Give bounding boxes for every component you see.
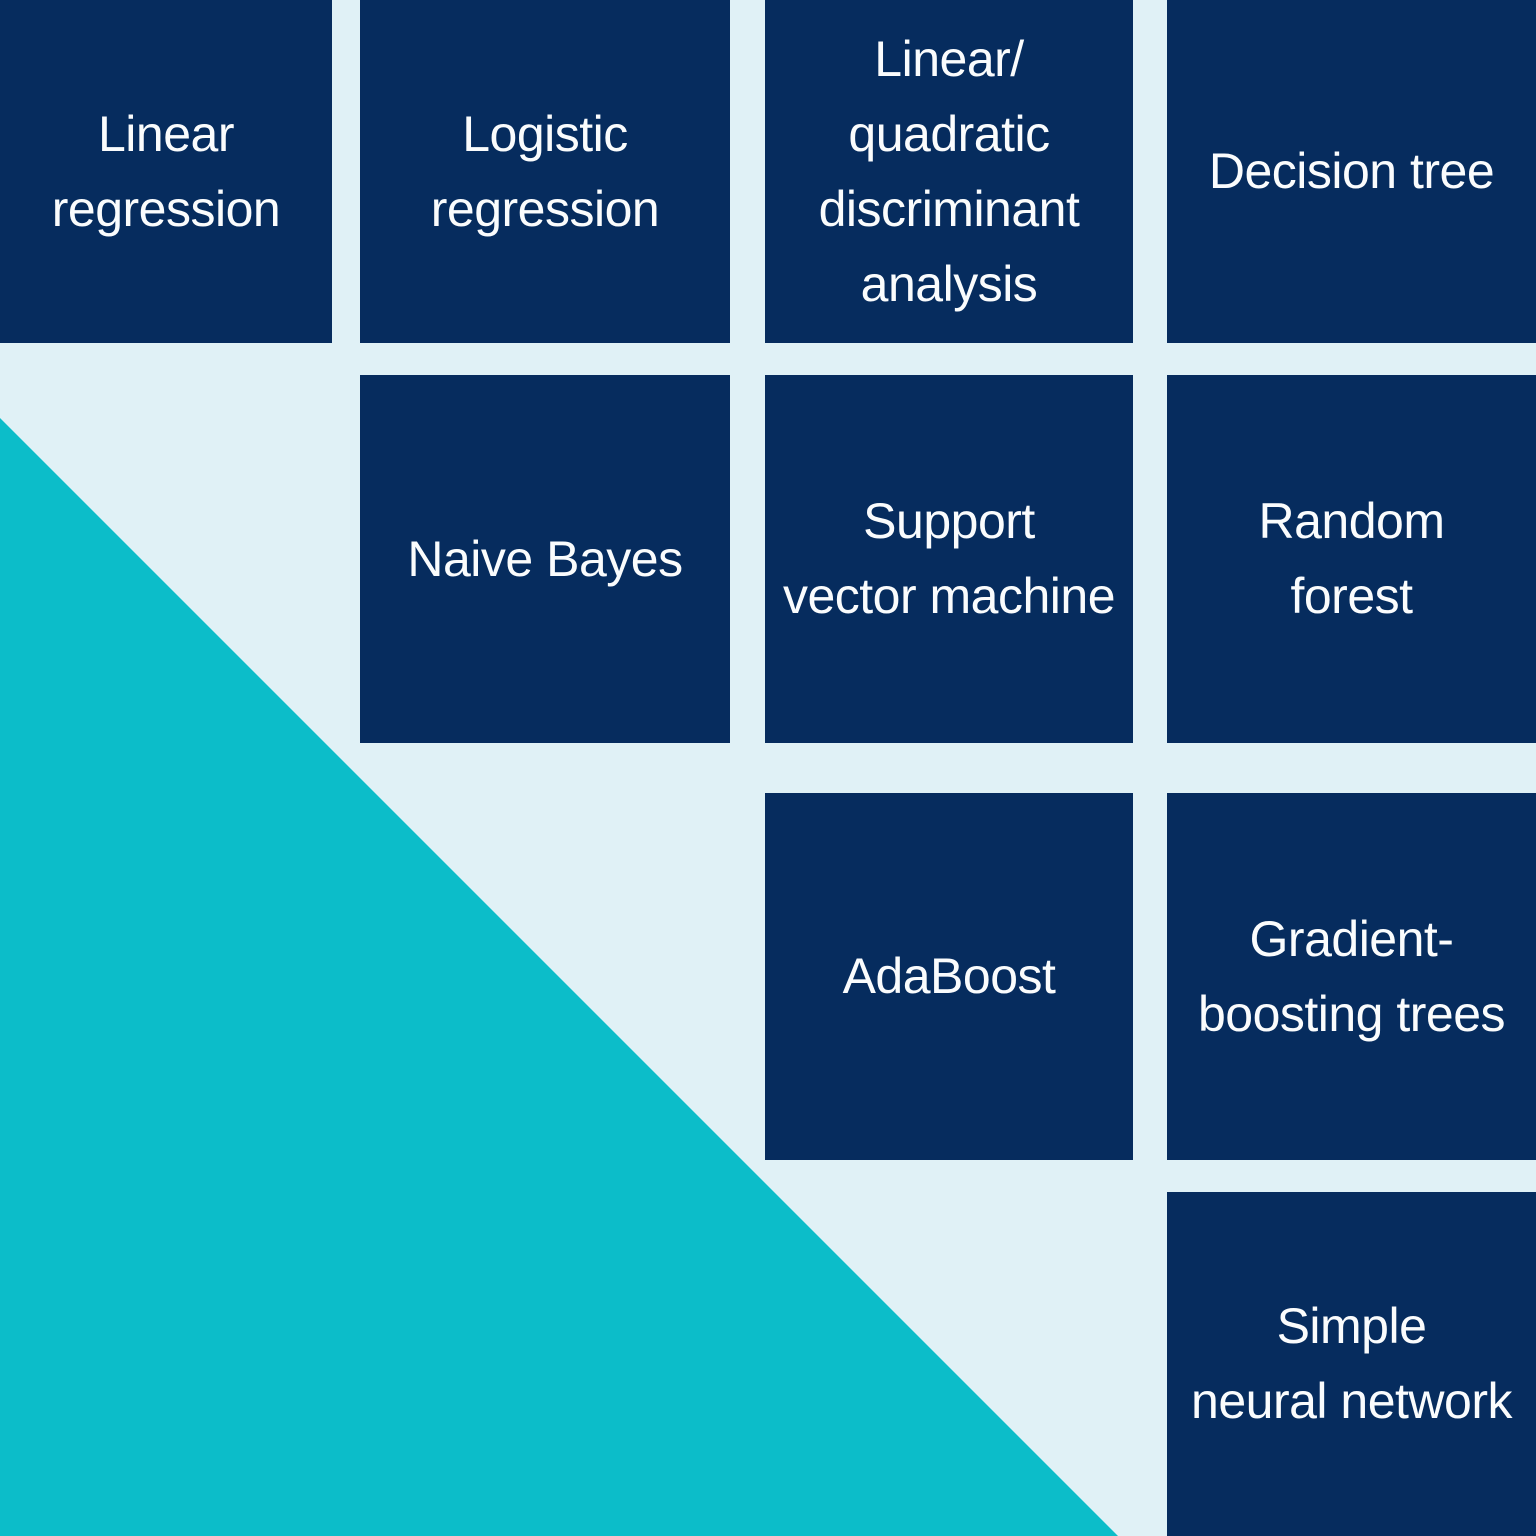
cell-label: Linear regression bbox=[51, 105, 281, 237]
cell-adaboost: AdaBoost bbox=[765, 793, 1133, 1160]
cell-random-forest: Random forest bbox=[1167, 375, 1536, 743]
cell-decision-tree: Decision tree bbox=[1167, 0, 1536, 343]
cell-simple-neural-network: Simple neural network bbox=[1167, 1192, 1536, 1536]
cell-label: Logistic regression bbox=[430, 105, 660, 237]
cell-linear-quadratic-discriminant: Linear/ quadratic discriminant analysis bbox=[765, 0, 1133, 343]
cell-label: Gradient- boosting trees bbox=[1197, 910, 1506, 1042]
cell-label: Decision tree bbox=[1208, 143, 1495, 199]
cell-naive-bayes: Naive Bayes bbox=[360, 375, 730, 743]
cell-logistic-regression: Logistic regression bbox=[360, 0, 730, 343]
cell-label: Linear/ quadratic discriminant analysis bbox=[818, 30, 1080, 312]
cell-label: Naive Bayes bbox=[407, 530, 683, 587]
cell-label: AdaBoost bbox=[842, 948, 1056, 1004]
cell-support-vector-machine: Support vector machine bbox=[765, 375, 1133, 743]
cell-gradient-boosting-trees: Gradient- boosting trees bbox=[1167, 793, 1536, 1160]
cell-linear-regression: Linear regression bbox=[0, 0, 332, 343]
cell-label: Simple neural network bbox=[1191, 1298, 1512, 1429]
cell-label: Support vector machine bbox=[782, 493, 1116, 624]
cell-label: Random forest bbox=[1258, 493, 1446, 624]
